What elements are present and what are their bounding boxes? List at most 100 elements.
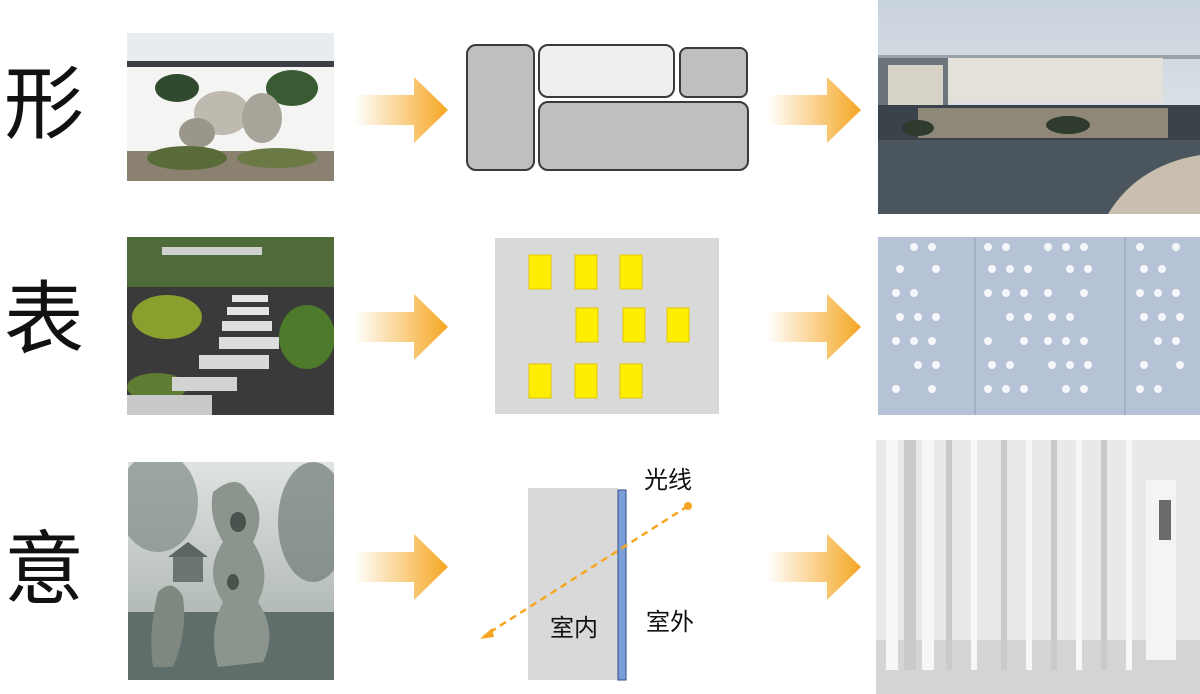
- perforation-dot: [1006, 361, 1014, 369]
- stepping-stones-photo: [127, 237, 334, 415]
- perforation-dot: [988, 265, 996, 273]
- perforation-dot: [892, 385, 900, 393]
- perforation-dot: [1080, 243, 1088, 251]
- light-label: 光线: [644, 466, 692, 494]
- corridor-screen: [1076, 440, 1082, 670]
- row-label-surface: 表: [4, 270, 84, 370]
- perforation-dot: [892, 289, 900, 297]
- perforation-dot: [892, 337, 900, 345]
- perforation-dot: [1066, 361, 1074, 369]
- light-ray-arrowhead-icon: [480, 628, 494, 639]
- perforation-dot: [1002, 385, 1010, 393]
- corridor-screen: [1126, 440, 1132, 670]
- perforation-dot: [1158, 313, 1166, 321]
- perforation-dot: [1066, 313, 1074, 321]
- corridor-screen: [1001, 440, 1007, 670]
- perforation-dot: [1020, 337, 1028, 345]
- perforation-dot: [1140, 313, 1148, 321]
- perforation-dot: [1084, 265, 1092, 273]
- perforation-dot: [984, 289, 992, 297]
- perforation-dot: [1062, 243, 1070, 251]
- perforation-dot: [1158, 265, 1166, 273]
- form-block-diagram: [466, 44, 750, 172]
- perforation-dot: [1140, 265, 1148, 273]
- window-block: [575, 364, 597, 398]
- window-block: [576, 308, 598, 342]
- perforation-dot: [1044, 337, 1052, 345]
- right-arrow-icon: [354, 534, 448, 600]
- window-block: [529, 255, 551, 289]
- right-arrow-icon: [767, 294, 861, 360]
- window-block: [620, 255, 642, 289]
- right-arrow-icon: [354, 294, 448, 360]
- perforation-dot: [1024, 265, 1032, 273]
- right-arrow-icon: [767, 77, 861, 143]
- perforation-dot: [1002, 243, 1010, 251]
- row-label-form: 形: [4, 55, 84, 155]
- perforation-dot: [896, 265, 904, 273]
- indoor-block: [528, 488, 618, 680]
- perforation-dot: [984, 243, 992, 251]
- perforation-dot: [1080, 289, 1088, 297]
- corridor-screen: [1026, 440, 1032, 670]
- perforation-dot: [1080, 337, 1088, 345]
- perforation-dot: [1002, 289, 1010, 297]
- perforation-dot: [1006, 313, 1014, 321]
- corridor-screen: [904, 440, 916, 670]
- perforation-dot: [1136, 289, 1144, 297]
- indoor-label: 室内: [550, 614, 598, 642]
- perforation-dot: [928, 337, 936, 345]
- perforation-dot: [1154, 289, 1162, 297]
- perforation-dot: [914, 361, 922, 369]
- perforation-dot: [1084, 361, 1092, 369]
- perforation-dot: [1044, 243, 1052, 251]
- perforation-dot: [910, 243, 918, 251]
- corridor-screen: [1101, 440, 1107, 670]
- perforation-dot: [984, 337, 992, 345]
- perforation-dot: [1140, 361, 1148, 369]
- perforation-dot: [928, 243, 936, 251]
- perforated-corridor-photo: [876, 440, 1200, 694]
- corridor-screen: [922, 440, 934, 670]
- light-section-diagram: 光线 室内 室外: [470, 460, 710, 682]
- perforation-dot: [1154, 337, 1162, 345]
- perforation-dot: [1136, 385, 1144, 393]
- window-block: [620, 364, 642, 398]
- perforation-dot: [1020, 385, 1028, 393]
- window-block: [529, 364, 551, 398]
- perforation-dot: [932, 265, 940, 273]
- perforation-dot: [914, 313, 922, 321]
- perforation-dot: [1020, 289, 1028, 297]
- window-pattern-diagram: [495, 238, 719, 414]
- perforation-dot: [896, 313, 904, 321]
- perforation-dot: [1062, 385, 1070, 393]
- corridor-screen: [886, 440, 898, 670]
- corridor-screen: [946, 440, 952, 670]
- perforation-dot: [1176, 361, 1184, 369]
- perforation-dot: [1024, 313, 1032, 321]
- perforation-dot: [1154, 385, 1162, 393]
- perforation-dot: [988, 361, 996, 369]
- perforation-dot: [1048, 313, 1056, 321]
- perforation-dot: [984, 385, 992, 393]
- perforation-dot: [928, 385, 936, 393]
- facade-glass: [618, 490, 626, 680]
- perforation-dot: [1062, 337, 1070, 345]
- perforated-facade-photo: [878, 237, 1200, 415]
- row-label-meaning: 意: [4, 520, 84, 620]
- perforation-dot: [932, 361, 940, 369]
- perforation-dot: [1080, 385, 1088, 393]
- perforation-dot: [910, 289, 918, 297]
- perforation-dot: [1176, 313, 1184, 321]
- perforation-dot: [1044, 289, 1052, 297]
- perforation-dot: [1048, 361, 1056, 369]
- perforation-dot: [1172, 289, 1180, 297]
- window-block: [575, 255, 597, 289]
- building-photo: [878, 0, 1200, 214]
- perforation-dot: [1172, 337, 1180, 345]
- window-block: [667, 308, 689, 342]
- perforation-dot: [1066, 265, 1074, 273]
- perforation-dot: [1172, 243, 1180, 251]
- perforation-dot: [910, 337, 918, 345]
- perforation-dot: [1006, 265, 1014, 273]
